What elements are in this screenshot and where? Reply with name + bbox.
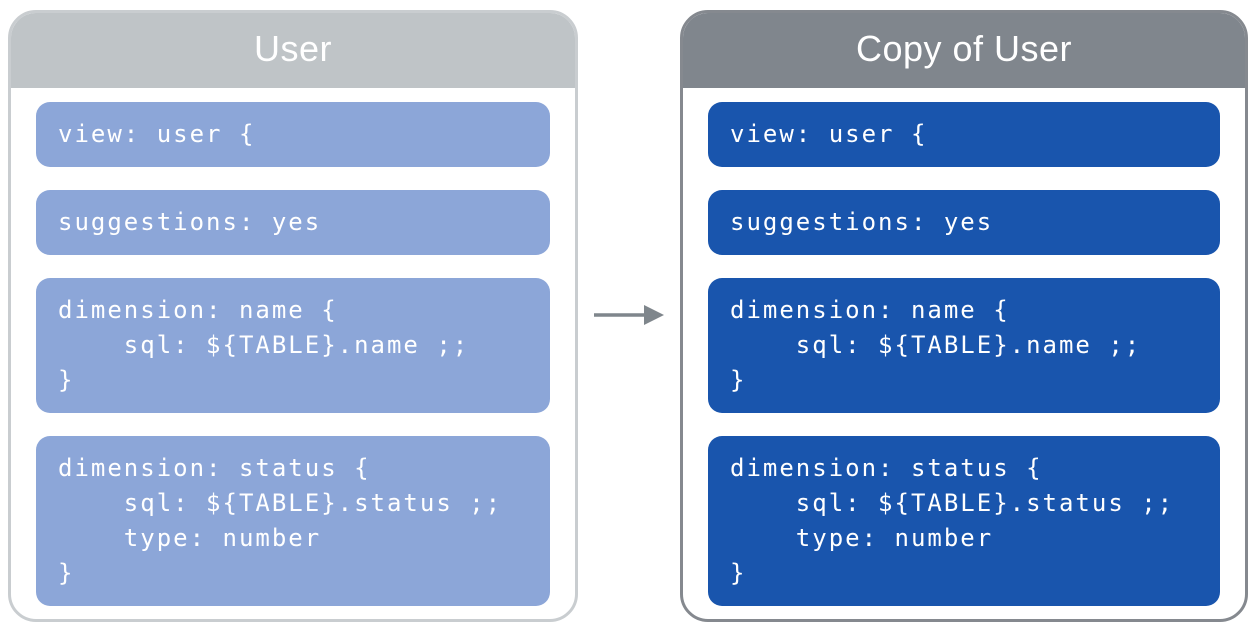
code-text: view: user {	[58, 120, 256, 148]
code-block-view: view: user {	[36, 102, 550, 167]
panel-user: User view: user { suggestions: yes dimen…	[8, 10, 578, 622]
panel-copy-title: Copy of User	[855, 27, 1073, 69]
code-text: dimension: status { sql: ${TABLE}.status…	[58, 454, 503, 587]
code-block-dimension-status: dimension: status { sql: ${TABLE}.status…	[708, 436, 1220, 606]
panel-copy-header: Copy of User	[683, 13, 1245, 88]
code-text: dimension: status { sql: ${TABLE}.status…	[730, 454, 1175, 587]
panel-copy-body: view: user { suggestions: yes dimension:…	[683, 88, 1245, 619]
code-block-dimension-name: dimension: name { sql: ${TABLE}.name ;; …	[708, 278, 1220, 413]
panel-copy-of-user: Copy of User view: user { suggestions: y…	[680, 10, 1248, 622]
code-block-dimension-status: dimension: status { sql: ${TABLE}.status…	[36, 436, 550, 606]
code-text: view: user {	[730, 120, 928, 148]
right-arrow-icon	[594, 305, 664, 325]
code-block-suggestions: suggestions: yes	[36, 190, 550, 255]
panel-user-title: User	[253, 27, 332, 69]
panel-user-body: view: user { suggestions: yes dimension:…	[11, 88, 575, 619]
code-text: suggestions: yes	[730, 208, 994, 236]
code-block-suggestions: suggestions: yes	[708, 190, 1220, 255]
code-block-view: view: user {	[708, 102, 1220, 167]
panel-user-header: User	[11, 13, 575, 88]
code-block-dimension-name: dimension: name { sql: ${TABLE}.name ;; …	[36, 278, 550, 413]
code-text: dimension: name { sql: ${TABLE}.name ;; …	[730, 296, 1142, 394]
code-text: dimension: name { sql: ${TABLE}.name ;; …	[58, 296, 470, 394]
code-text: suggestions: yes	[58, 208, 322, 236]
